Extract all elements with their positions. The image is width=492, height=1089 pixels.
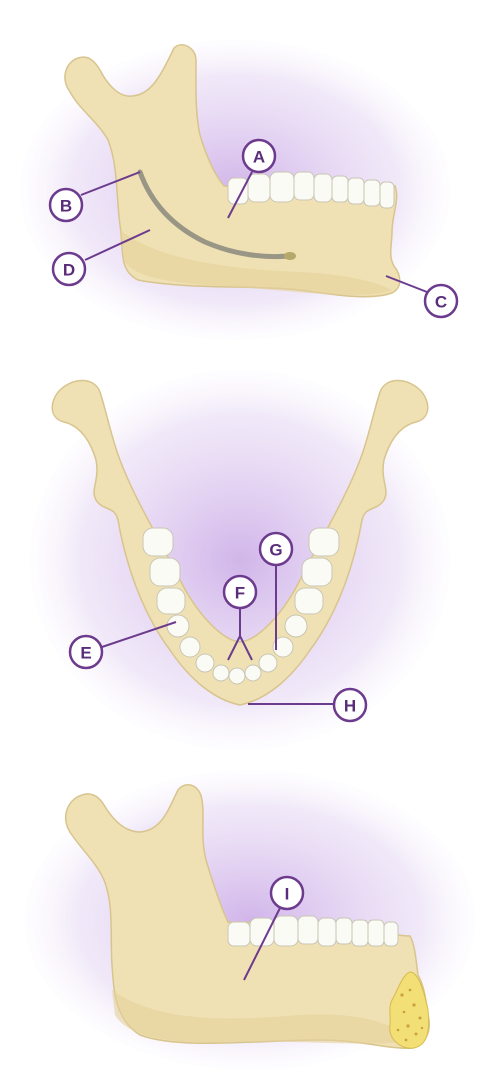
premolar [285, 615, 307, 637]
label-a: A [243, 140, 275, 172]
tooth [248, 174, 270, 202]
molar [295, 588, 323, 614]
premolar [180, 637, 200, 657]
molar [150, 558, 180, 586]
label-i-text: I [285, 885, 290, 904]
canine [196, 654, 214, 672]
mental-foramen [284, 252, 296, 260]
label-f-text: F [235, 584, 245, 603]
panel-cross-section-view: I [25, 770, 475, 1070]
premolar [167, 615, 189, 637]
tooth [332, 176, 348, 202]
label-h-text: H [344, 697, 356, 716]
label-c: C [425, 285, 457, 317]
label-i: I [271, 877, 303, 909]
label-d: D [53, 253, 85, 285]
tooth [368, 920, 384, 946]
lower-teeth-row [228, 916, 398, 946]
tooth [380, 182, 394, 208]
panel-occlusal-view: E F G H [30, 370, 450, 750]
incisor [229, 668, 245, 684]
label-e-text: E [80, 644, 91, 663]
molar [302, 558, 332, 586]
tooth [336, 918, 352, 944]
label-a-text: A [253, 148, 265, 167]
tooth [384, 922, 398, 946]
incisor [245, 665, 261, 681]
incisor [213, 665, 229, 681]
tooth [294, 172, 314, 200]
tooth [352, 920, 368, 946]
label-d-text: D [63, 261, 75, 280]
label-e: E [70, 636, 102, 668]
tooth [270, 172, 294, 202]
label-b-text: B [60, 197, 72, 216]
label-f: F [224, 576, 256, 608]
label-b: B [50, 189, 82, 221]
tooth [348, 178, 364, 204]
tooth [298, 916, 318, 944]
tooth [228, 922, 250, 946]
molar [309, 528, 339, 556]
canine [259, 654, 277, 672]
tooth [314, 174, 332, 202]
label-g-text: G [269, 541, 282, 560]
panel-lateral-view: A B D C [20, 40, 457, 340]
label-h: H [334, 689, 366, 721]
tooth [274, 916, 298, 946]
molar [157, 588, 185, 614]
molar [143, 528, 173, 556]
label-g: G [260, 533, 292, 565]
tooth [318, 918, 336, 946]
label-c-text: C [435, 293, 447, 312]
tooth [364, 180, 380, 206]
